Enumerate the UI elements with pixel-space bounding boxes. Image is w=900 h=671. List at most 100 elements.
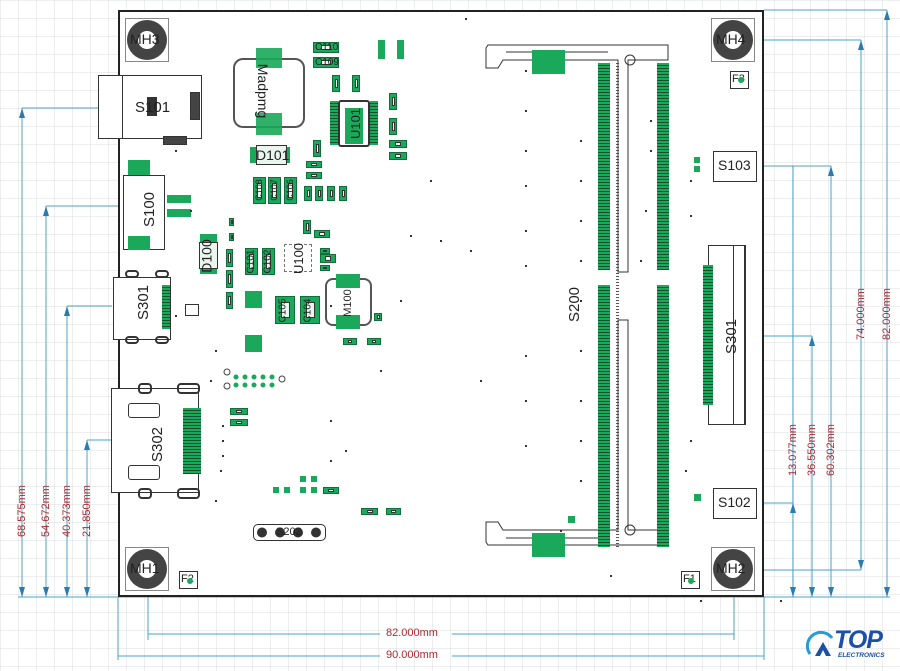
via-dot xyxy=(222,455,224,457)
smd-r14[interactable] xyxy=(229,218,234,226)
s301-latch xyxy=(733,245,745,425)
mounting-hole-mh1[interactable] xyxy=(127,549,167,589)
c109-label: C109 xyxy=(315,57,339,68)
smd-r26[interactable] xyxy=(367,338,381,345)
component-usb-s301[interactable] xyxy=(113,277,171,340)
pad-a xyxy=(378,40,385,59)
mounting-hole-mh2[interactable] xyxy=(713,549,753,589)
smd-r6[interactable] xyxy=(389,152,407,160)
usb-tab-1 xyxy=(125,270,139,278)
via-dot xyxy=(560,530,562,532)
smd-r12[interactable] xyxy=(306,161,322,168)
smd-r19[interactable] xyxy=(320,248,330,254)
component-u100[interactable] xyxy=(284,244,312,272)
smd-r2[interactable] xyxy=(352,75,360,92)
logo-main-text: TOP xyxy=(834,626,883,654)
pad-b1 xyxy=(273,487,279,493)
hdmi-tab-1 xyxy=(138,383,152,394)
smd-r15[interactable] xyxy=(229,233,234,241)
f3-pad xyxy=(738,77,744,83)
cap-c101[interactable] xyxy=(245,248,258,275)
s200-pins-3 xyxy=(657,63,669,270)
via-dot xyxy=(685,470,687,472)
smd-r18[interactable] xyxy=(226,292,233,309)
smd-r30[interactable] xyxy=(361,508,378,515)
smd-r24[interactable] xyxy=(374,313,382,321)
dim-text-90000: 90.000mm xyxy=(386,649,438,661)
via-dot xyxy=(220,470,222,472)
smd-r4[interactable] xyxy=(389,118,397,135)
pad-s102 xyxy=(694,494,701,501)
smd-r28[interactable] xyxy=(230,419,248,426)
smd-r25[interactable] xyxy=(343,338,357,345)
smd-r31[interactable] xyxy=(386,508,401,515)
smd-r23[interactable] xyxy=(314,230,330,238)
via-dot xyxy=(470,250,472,252)
via-dot xyxy=(222,440,224,442)
smd-r22[interactable] xyxy=(303,220,311,234)
via-dot xyxy=(580,260,582,262)
smd-r3[interactable] xyxy=(389,93,397,110)
via-dot xyxy=(175,150,177,152)
l100-pad-top xyxy=(336,274,360,288)
usb-tab-4 xyxy=(155,336,169,344)
s100-pad-top xyxy=(128,160,150,177)
smd-r27[interactable] xyxy=(230,408,248,415)
via-dot xyxy=(525,110,527,112)
component-d100[interactable] xyxy=(199,242,218,269)
l101-pad-top xyxy=(256,48,282,68)
u101-epad xyxy=(345,108,363,144)
usb-tab-3 xyxy=(125,336,139,344)
smd-r20[interactable] xyxy=(320,254,336,263)
mh4-label: MH4 xyxy=(716,31,746,47)
hdmi-tab-2 xyxy=(177,383,200,394)
smd-r1[interactable] xyxy=(332,75,340,92)
d101-label: D101 xyxy=(256,147,290,163)
component-s102[interactable] xyxy=(713,488,757,519)
via-dot xyxy=(525,230,527,232)
usb-esd xyxy=(185,304,199,316)
via-dot xyxy=(345,450,347,452)
smd-r10[interactable] xyxy=(327,186,335,201)
smd-r16[interactable] xyxy=(226,249,233,267)
mh2-box xyxy=(711,547,755,591)
smd-r13[interactable] xyxy=(306,172,322,179)
via-dot xyxy=(525,185,527,187)
mounting-hole-mh3[interactable] xyxy=(127,20,167,60)
cap-c109[interactable] xyxy=(313,57,339,68)
smd-r21[interactable] xyxy=(320,265,330,271)
via-dot xyxy=(480,380,482,382)
s100-pad-2 xyxy=(167,209,191,217)
via-dot xyxy=(525,445,527,447)
cap-c105[interactable] xyxy=(275,296,295,324)
via-dot xyxy=(580,400,582,402)
smd-r9[interactable] xyxy=(315,186,323,201)
component-s202[interactable] xyxy=(253,524,326,541)
pad-b6 xyxy=(311,487,317,493)
pad-s103-1 xyxy=(694,157,700,163)
mh1-label: MH1 xyxy=(130,560,160,576)
smd-r7[interactable] xyxy=(313,140,321,157)
pad-square-2 xyxy=(245,335,262,352)
smd-r5[interactable] xyxy=(389,140,407,148)
component-s103[interactable] xyxy=(713,151,757,182)
cap-c104[interactable] xyxy=(300,296,320,324)
smd-r29[interactable] xyxy=(323,487,339,494)
mh4-box xyxy=(711,18,755,62)
smd-r17[interactable] xyxy=(226,270,233,288)
cap-c106[interactable] xyxy=(284,177,297,204)
via-dot xyxy=(690,440,692,442)
via-dot xyxy=(645,210,647,212)
via-dot xyxy=(190,210,192,212)
component-u101[interactable] xyxy=(338,100,370,147)
cap-c107[interactable] xyxy=(268,177,281,204)
top-electronics-logo: TOP ELECTRONICS xyxy=(805,626,896,666)
smd-r8[interactable] xyxy=(304,186,312,201)
cap-c108[interactable] xyxy=(253,177,266,204)
smd-r11[interactable] xyxy=(339,186,347,201)
mounting-hole-mh4[interactable] xyxy=(713,20,753,60)
cap-c110[interactable] xyxy=(313,42,339,53)
component-d101[interactable] xyxy=(256,145,287,165)
cap-c102[interactable] xyxy=(262,248,275,275)
